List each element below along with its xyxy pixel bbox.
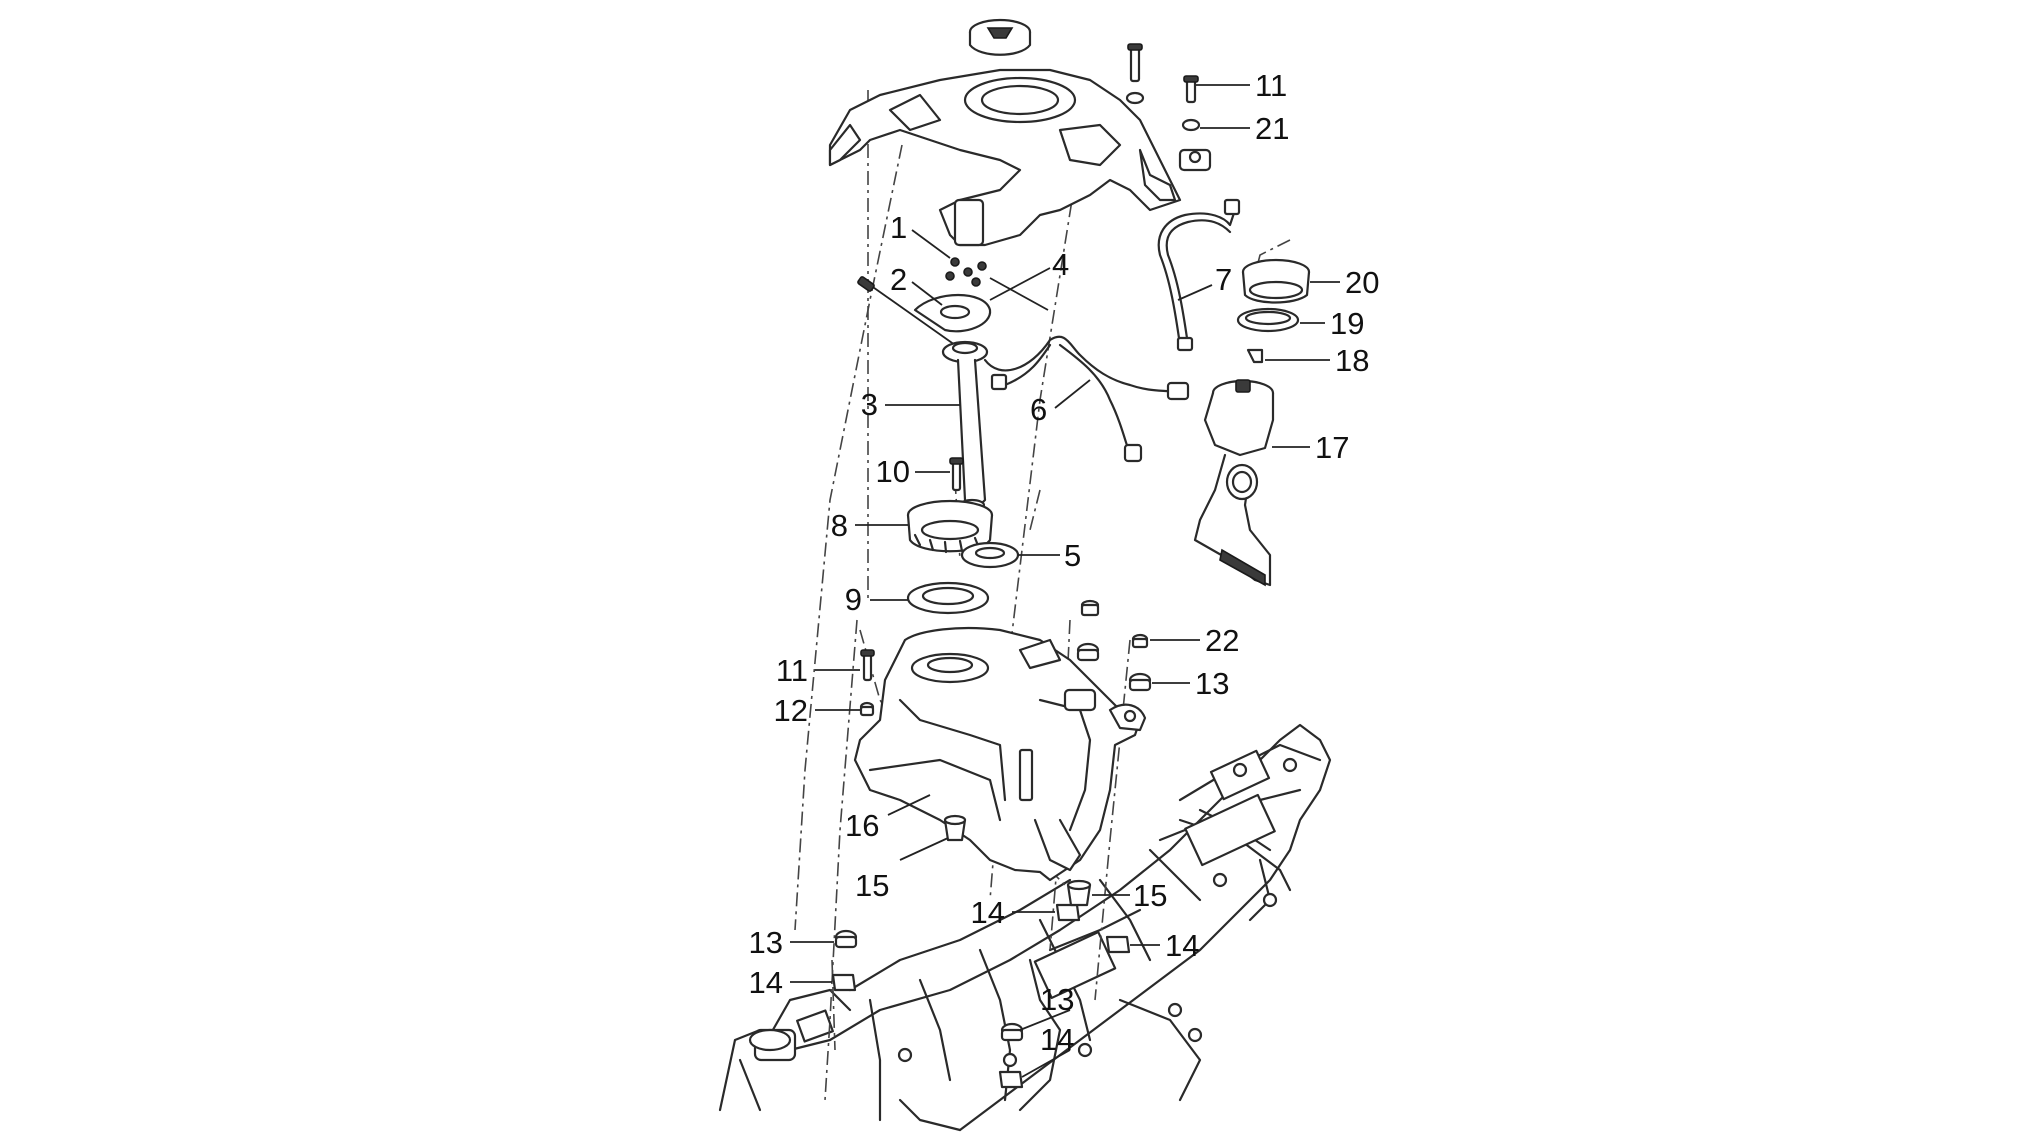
fuel-pump-17: [1193, 379, 1275, 587]
callout-18: 18: [1335, 343, 1369, 378]
callout-14-center: 14: [971, 895, 1005, 930]
clip-14-center: [1055, 903, 1081, 922]
callout-15-right: 15: [1133, 878, 1167, 913]
callout-14-left: 14: [749, 965, 783, 1000]
callout-11-top: 11: [1255, 68, 1287, 103]
callout-labels: 1 2 3 4 5 6 7 8 9 10 11 21 20 19 18 17 2…: [749, 68, 1380, 1057]
callout-5: 5: [1064, 538, 1081, 573]
clip-14-bottom: [998, 1070, 1024, 1089]
nut-upper-middle: [1080, 599, 1100, 617]
nut-22: [1131, 633, 1149, 649]
bolt-cover-left: [1125, 43, 1145, 105]
callout-14-bottom: 14: [1040, 1022, 1074, 1057]
callout-8: 8: [831, 508, 848, 543]
callout-3: 3: [861, 387, 878, 422]
callout-13-left: 13: [749, 925, 783, 960]
callout-9: 9: [845, 582, 862, 617]
callout-21: 21: [1255, 111, 1289, 146]
callout-20: 20: [1345, 265, 1379, 300]
callout-11-left: 11: [776, 653, 808, 688]
breather-hose-7: [1157, 198, 1241, 352]
callout-12: 12: [774, 693, 808, 728]
grommet-13-left: [834, 929, 858, 949]
callout-6: 6: [1030, 392, 1047, 427]
fuel-sender-3: [941, 340, 989, 512]
callout-17: 17: [1315, 430, 1349, 465]
washer-21: [1181, 118, 1201, 132]
callout-15-left: 15: [855, 868, 889, 903]
plate-2: [913, 293, 992, 333]
fuel-tank-16: [853, 626, 1147, 882]
callout-4: 4: [1052, 247, 1069, 282]
callout-2: 2: [890, 262, 907, 297]
leader-lines: [790, 84, 1340, 1078]
clip-18: [1246, 348, 1264, 364]
callout-16: 16: [845, 808, 879, 843]
screws-1: [945, 257, 987, 287]
callout-7: 7: [1215, 262, 1232, 297]
gasket-9: [906, 581, 990, 615]
fuel-cap: [968, 18, 1032, 56]
screw-10: [949, 457, 964, 492]
sensor-wire: [857, 276, 956, 346]
callout-1: 1: [890, 210, 907, 245]
bolt-11-left: [860, 649, 875, 682]
callout-13-right: 13: [1195, 666, 1229, 701]
seal-19: [1236, 307, 1300, 333]
grommet-13-right: [1128, 672, 1152, 692]
frame-chassis: [718, 723, 1332, 1132]
callout-22: 22: [1205, 623, 1239, 658]
callout-19: 19: [1330, 306, 1364, 341]
gasket-5: [960, 541, 1020, 569]
flange-8: [906, 499, 994, 554]
grommet-13-bottom: [1000, 1022, 1024, 1042]
callout-14-right: 14: [1165, 928, 1199, 963]
callout-10: 10: [876, 454, 910, 489]
nut-12: [859, 701, 875, 717]
rod-4: [989, 277, 1049, 311]
bumper-15-right: [1066, 879, 1092, 907]
bolt-11-top: [1183, 75, 1199, 104]
grommet-upper-middle: [1076, 642, 1100, 662]
bumper-15-left: [943, 814, 967, 842]
wiring-harness-6: [983, 335, 1190, 463]
ring-nut-20: [1241, 258, 1311, 304]
callout-13-bottom: 13: [1040, 982, 1074, 1017]
clip-14-left: [831, 973, 857, 992]
clip-14-right: [1105, 935, 1131, 954]
assembly-axis-lines: [794, 90, 1291, 1101]
tank-cover: [828, 68, 1212, 247]
